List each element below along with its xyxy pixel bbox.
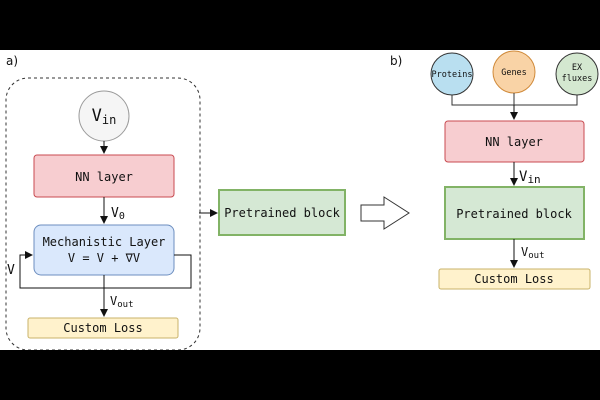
nn-layer-label-a: NN layer [75, 170, 133, 184]
feedback-loop-arrow [19, 251, 192, 289]
v0-label: V0 [111, 206, 125, 222]
transition-arrow-icon [360, 196, 410, 230]
pretrained-block-mid [218, 189, 346, 236]
vin-node-label: Vin [92, 106, 117, 127]
diagram-canvas: a) Vin NN layer V0 Mechanistic Layer V =… [0, 50, 600, 350]
custom-loss-box-a [27, 317, 179, 339]
custom-loss-label-b: Custom Loss [474, 272, 553, 286]
custom-loss-box-b [438, 268, 591, 290]
loop-v-label: V [7, 263, 15, 278]
pretrained-block-b [444, 186, 585, 240]
pretrained-block-b-label: Pretrained block [456, 207, 572, 221]
vin-label-b: Vin [519, 169, 541, 186]
panel-a-label: a) [6, 54, 18, 68]
pretrained-block-mid-label: Pretrained block [224, 206, 340, 220]
proteins-node-label: Proteins [432, 70, 473, 80]
nn-layer-label-b: NN layer [485, 135, 543, 149]
vout-label-a: Vout [110, 294, 134, 310]
panel-a-dashed-frame [5, 77, 201, 350]
genes-node-label: Genes [501, 68, 527, 78]
vout-label-b: Vout [521, 245, 545, 261]
diagram-svg: a) Vin NN layer V0 Mechanistic Layer V =… [5, 50, 599, 350]
panel-b-label: b) [390, 54, 402, 68]
custom-loss-label-a: Custom Loss [63, 321, 142, 335]
mechanistic-layer-equation: V = V + ∇V [68, 251, 140, 265]
mechanistic-layer-box [33, 224, 175, 276]
mechanistic-layer-title: Mechanistic Layer [43, 235, 166, 249]
